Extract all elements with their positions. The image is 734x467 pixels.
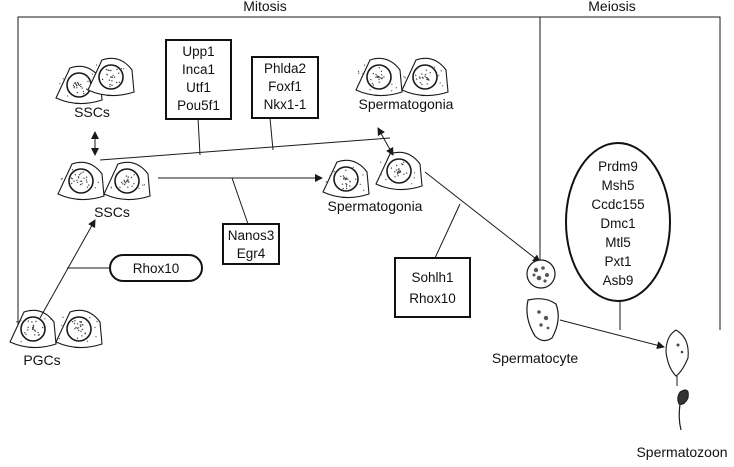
gene-label: Sohlh1 [411,270,453,285]
spermatogonia-cell [322,159,370,199]
box-ssc-pointer [197,117,201,156]
gene-box-spermatogonia: Phlda2 Foxf1 Nkx1-1 [251,56,319,119]
header-meiosis: Meiosis [588,0,635,14]
pgc-cell [55,309,103,349]
gene-pill-pgc: Rhox10 [109,254,203,282]
connectors [39,117,665,350]
gene-label: Foxf1 [268,79,302,94]
gene-box-meiotic-entry: Sohlh1 Rhox10 [394,257,471,318]
spermatozoon-cell [677,389,689,431]
gene-label: Nkx1-1 [264,97,307,112]
gene-label: Msh5 [601,178,634,193]
gene-box-meiosis: Prdm9 Msh5 Ccdc155 Dmc1 Mtl5 Pxt1 Asb9 [565,142,671,302]
meiosis-frame-line [540,16,721,330]
spermatocyte-cells [526,259,559,342]
ssc-spg-link-line [99,137,391,161]
gene-label: Dmc1 [600,216,635,231]
label-spermatozoon: Spermatozoon [636,444,727,460]
ssc-cell [103,161,151,201]
gene-label: Rhox10 [133,261,180,276]
gene-label: Prdm9 [598,159,638,174]
header-mitosis: Mitosis [243,0,287,14]
gene-box-differentiation: Nanos3 Egr4 [222,223,280,265]
pgc-cell [9,309,57,349]
box-diff-pointer [231,177,249,225]
gene-label: Utf1 [186,80,211,95]
ssc-cell [57,161,105,201]
label-pgcs: PGCs [23,352,60,368]
gene-label: Phlda2 [264,61,306,76]
chromatin [532,266,549,283]
spg-exchange-arrow [377,127,394,156]
label-sscs-mid: SSCs [94,204,130,220]
gene-label: Asb9 [603,273,634,288]
spermatocyte-to-spermatid-arrow [559,319,665,350]
gene-label: Nanos3 [228,228,275,243]
gene-label: Ccdc155 [591,197,644,212]
gene-label: Egr4 [237,246,266,261]
label-sscs-top: SSCs [74,104,110,120]
label-spermatocyte: Spermatocyte [492,350,579,366]
gene-label: Inca1 [182,62,215,77]
gene-label: Rhox10 [409,291,456,306]
mitosis-frame-line [17,16,541,325]
pgc-to-ssc-arrow [39,219,96,319]
spermatocyte-cell [526,259,556,289]
frame [17,16,721,330]
gene-box-ssc: Upp1 Inca1 Utf1 Pou5f1 [165,39,232,120]
ssc-cell [87,57,135,97]
spermatogonia-cell [355,57,403,97]
spg-to-spermatocyte-arrow [424,171,541,263]
label-spermatogonia-top: Spermatogonia [359,96,454,112]
cells [9,57,449,349]
label-spermatogonia-mid: Spermatogonia [328,198,423,214]
gene-label: Upp1 [182,44,214,59]
spermatid-cell [665,329,689,386]
box-spg-pointer [269,117,274,151]
gene-label: Mtl5 [605,235,631,250]
gene-label: Pxt1 [604,254,631,269]
box-meiotic-entry-pointer [434,203,461,259]
gene-label: Pou5f1 [177,98,220,113]
spermatogonia-cell [401,57,449,97]
chromatin [537,310,550,330]
spermatocyte-cell [526,298,559,342]
spermatogonia-cell [375,151,423,191]
